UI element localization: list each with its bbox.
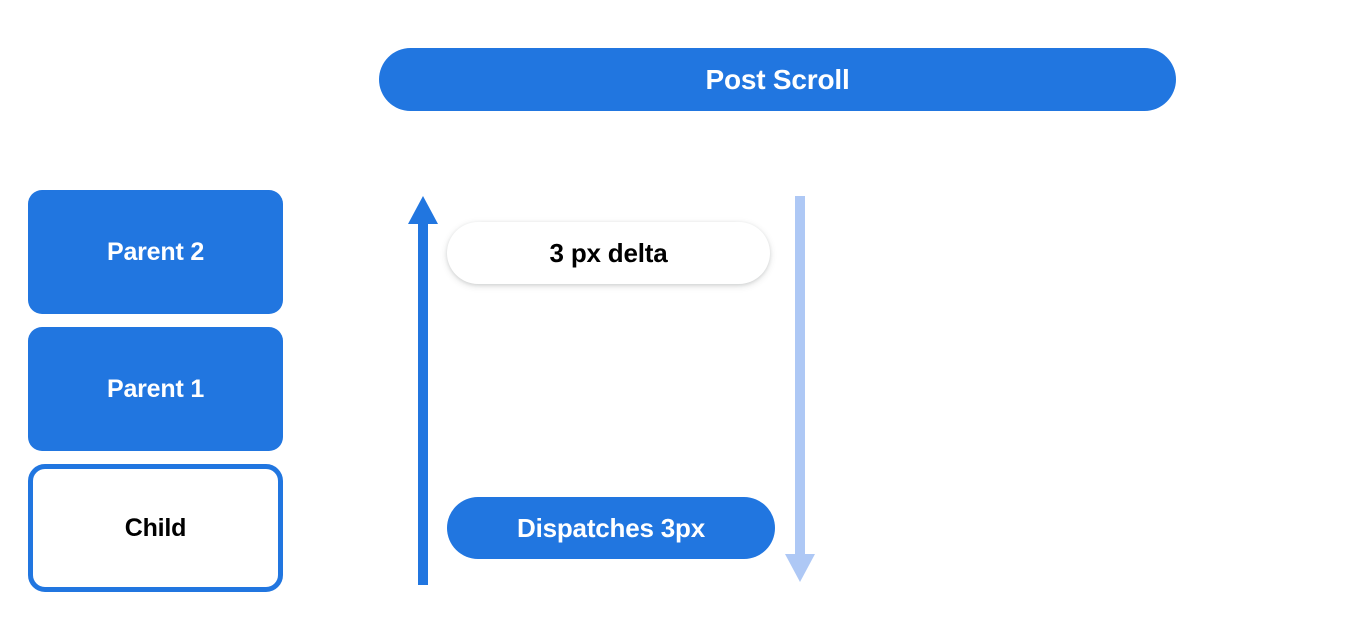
stack-box-parent-2-label: Parent 2 (106, 237, 205, 266)
delta-callout-label: 3 px delta (549, 238, 668, 268)
dispatch-callout-label: Dispatches 3px (517, 513, 705, 543)
post-scroll-header-pill: Post Scroll (379, 48, 1176, 111)
dispatch-callout-pill: Dispatches 3px (447, 497, 775, 559)
dispatch-down-arrow (782, 190, 818, 593)
scroll-up-arrow (405, 190, 441, 593)
scroll-up-arrow-icon (408, 196, 438, 585)
dispatch-down-arrow-icon (785, 196, 815, 582)
delta-callout-pill: 3 px delta (447, 222, 770, 284)
stack-box-parent-1: Parent 1 (28, 327, 283, 451)
post-scroll-header-label: Post Scroll (705, 63, 850, 95)
stack-box-child-label: Child (124, 513, 187, 542)
stack-box-parent-2: Parent 2 (28, 190, 283, 314)
view-hierarchy-stack: Parent 2 Parent 1 Child (28, 190, 283, 592)
stack-box-parent-1-label: Parent 1 (106, 374, 205, 403)
stack-box-child: Child (28, 464, 283, 592)
